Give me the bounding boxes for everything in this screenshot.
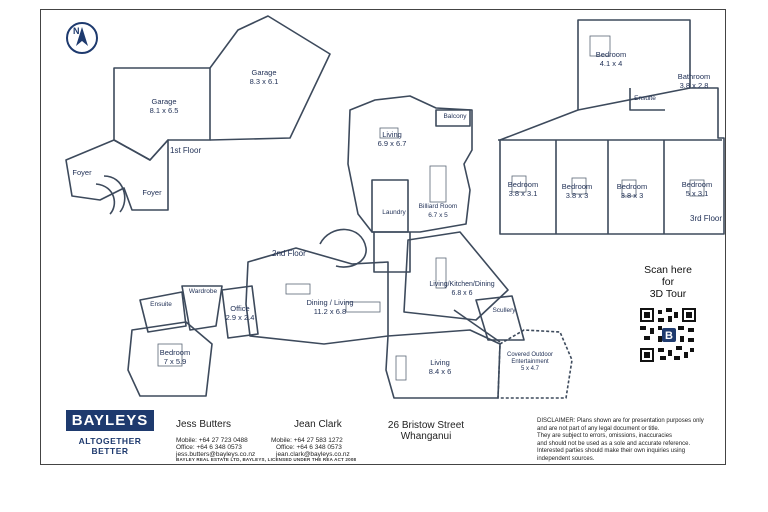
kitchen-island [435, 257, 447, 289]
agent-2-mobile: Mobile: +64 27 583 1272 [271, 437, 343, 444]
first-floor-label: 1st Floor [170, 146, 202, 155]
spiral-stair-1 [103, 175, 126, 213]
agent-1-office: Office: +64 6 348 0573 [176, 444, 242, 451]
office-outline [221, 285, 259, 339]
floorplan-sheet [40, 9, 726, 465]
billiard-table [429, 165, 447, 203]
dining-table [345, 301, 381, 313]
bed-d [689, 179, 705, 197]
foyer-a-label: Foyer [72, 168, 92, 177]
kitchen-outline [403, 231, 509, 321]
agent-1-email[interactable]: jess.butters@bayleys.co.nz [176, 451, 256, 458]
scullery-outline [475, 295, 525, 341]
outdoor-outline [497, 329, 573, 399]
foyer-b-label: Foyer [142, 188, 162, 197]
bed-left [157, 343, 183, 367]
north-arrow-icon: N [66, 22, 98, 54]
bedroom-left-outline [127, 321, 213, 397]
third-floor-outline [499, 19, 725, 235]
laundry-label: Laundry [382, 209, 406, 216]
bed-b [571, 177, 587, 195]
svg-text:B: B [665, 330, 673, 342]
ensuite-left-label: Ensuite [150, 301, 172, 308]
sofa [285, 283, 311, 295]
disclaimer: DISCLAIMER: Plans shown are for presenta… [537, 418, 704, 462]
third-floor-label: 3rd Floor [690, 214, 723, 223]
balcony-outline [435, 109, 471, 127]
wardrobe-label: Wardrobe [188, 288, 218, 295]
spiral-stair-2 [319, 228, 367, 268]
license-text: BAYLEY REAL ESTATE LTD, BAYLEYS, LICENSE… [176, 457, 357, 462]
sofa-top [379, 127, 399, 139]
bed-c [621, 179, 637, 197]
sofa-bottom [395, 355, 407, 381]
second-floor-label: 2nd Floor [272, 249, 306, 258]
agent-2-name: Jean Clark [294, 419, 342, 430]
bed-top [589, 35, 611, 57]
spine-stair [373, 232, 411, 273]
balcony-label: Balcony [443, 113, 467, 120]
laundry-outline [371, 179, 409, 233]
agent-2-email[interactable]: jean.clark@bayleys.co.nz [276, 451, 350, 458]
ensuite-top-label: Ensuite [634, 95, 656, 102]
foyer-outline [65, 139, 169, 211]
bayleys-logo: BAYLEYS [66, 410, 154, 431]
ensuite-left-outline [139, 291, 187, 333]
agent-1-mobile: Mobile: +64 27 723 0488 [176, 437, 248, 444]
wardrobe-outline [181, 285, 223, 331]
svg-text:N: N [73, 26, 80, 36]
qr-code-icon[interactable]: B [640, 308, 696, 362]
bed-a [511, 175, 527, 193]
living-top-outline [347, 95, 473, 233]
dining-living-outline [245, 247, 389, 345]
scullery-label: Scullery [492, 307, 516, 314]
agent-1-name: Jess Butters [176, 419, 232, 430]
garage-right-outline [209, 15, 331, 141]
agent-2-office: Office: +64 6 348 0573 [276, 444, 342, 451]
